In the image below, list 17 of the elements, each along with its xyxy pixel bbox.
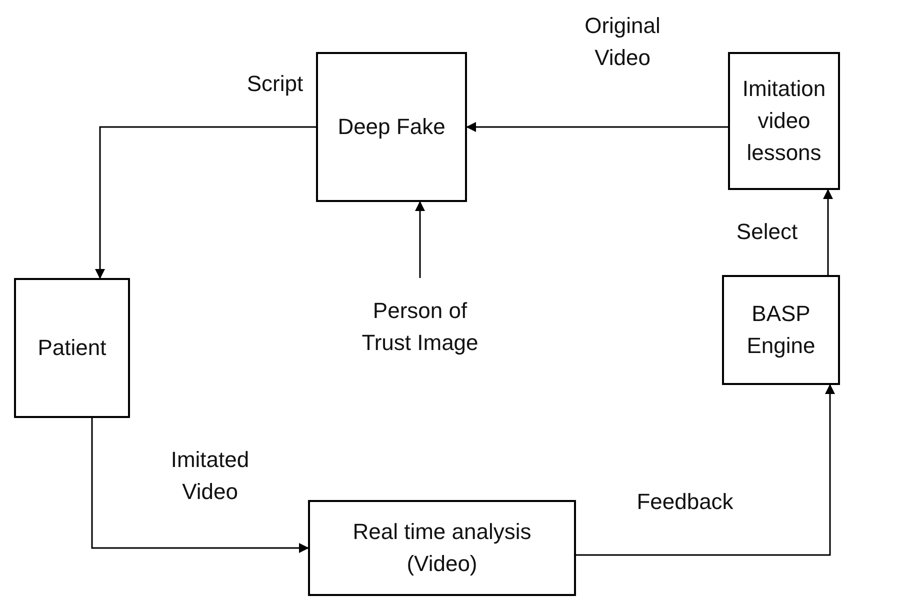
process-box <box>722 275 840 385</box>
process-box <box>316 52 467 202</box>
process-box <box>728 52 840 190</box>
arrow <box>91 418 309 553</box>
arrow <box>823 189 833 275</box>
node-label: Real time analysis (Video) <box>352 518 532 578</box>
arrow <box>466 122 728 132</box>
arrow <box>415 201 425 278</box>
arrow <box>95 126 316 279</box>
node-label: Person of Trust Image <box>360 296 480 357</box>
node-label: Imitation video lessons <box>741 75 827 167</box>
node-label: Patient <box>38 334 106 362</box>
process-box <box>308 500 576 596</box>
arrow <box>576 384 835 556</box>
node-label: Deep Fake <box>338 113 446 142</box>
node-label: BASP Engine <box>746 300 816 360</box>
process-box <box>14 278 130 418</box>
